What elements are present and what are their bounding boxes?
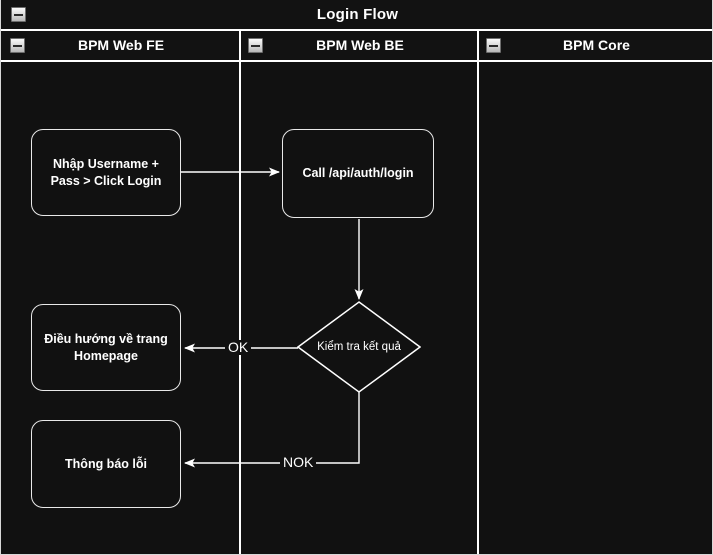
edge-label-ok: OK <box>225 340 252 355</box>
lane-core-label: BPM Core <box>563 37 630 53</box>
edge-label-nok: NOK <box>280 455 317 470</box>
lane-header-core[interactable]: BPM Core <box>479 31 712 62</box>
lane-header-be[interactable]: BPM Web BE <box>241 31 479 62</box>
pool-title-bar: Login Flow <box>1 0 712 31</box>
edge-n3-n5 <box>184 392 360 468</box>
pool-title: Login Flow <box>316 6 399 23</box>
node-decision-check-result[interactable]: Kiểm tra kết quả <box>297 301 421 393</box>
lane-be-collapse-icon[interactable] <box>248 38 263 53</box>
lane-divider-fe-be <box>239 31 241 554</box>
lane-fe-label: BPM Web FE <box>77 37 165 53</box>
node-task-call-login-api[interactable]: Call /api/auth/login <box>282 129 434 218</box>
lane-divider-be-core <box>477 31 479 554</box>
lane-be-label: BPM Web BE <box>316 37 404 53</box>
node-decision-label: Kiểm tra kết quả <box>317 341 401 353</box>
lane-header-fe[interactable]: BPM Web FE <box>1 31 241 62</box>
pool-collapse-icon[interactable] <box>11 7 26 22</box>
lane-fe-collapse-icon[interactable] <box>10 38 25 53</box>
node-task-redirect-homepage[interactable]: Điều hướng về trang Homepage <box>31 304 181 391</box>
lane-core-collapse-icon[interactable] <box>486 38 501 53</box>
node-task-show-error[interactable]: Thông báo lỗi <box>31 420 181 508</box>
node-task-enter-credentials[interactable]: Nhập Username + Pass > Click Login <box>31 129 181 216</box>
